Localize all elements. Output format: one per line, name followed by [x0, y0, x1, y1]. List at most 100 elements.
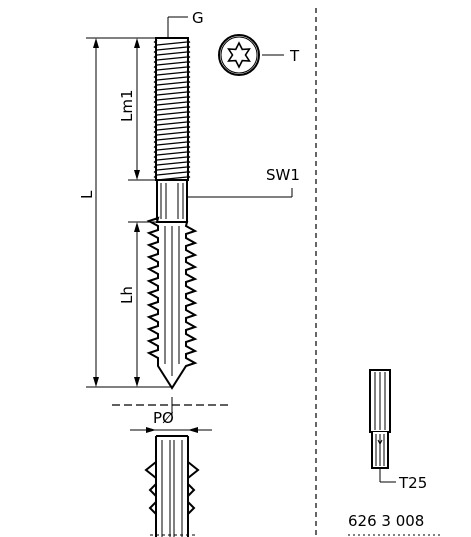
thread-line [156, 166, 188, 171]
thread-line [156, 41, 188, 46]
thread-tooth [153, 84, 158, 88]
label-g: G [192, 9, 204, 27]
thread-tooth [186, 169, 191, 173]
thread-tooth [186, 114, 191, 118]
label-lm1: Lm1 [118, 89, 136, 122]
dimension-lh [128, 221, 157, 387]
thread-line [156, 46, 188, 51]
thread-tooth [153, 49, 158, 53]
thread-line [156, 171, 188, 176]
thread-tooth [153, 154, 158, 158]
thread-tooth [153, 59, 158, 63]
thread-line [156, 111, 188, 116]
thread-tooth [186, 99, 191, 103]
label-sw1: SW1 [266, 166, 300, 184]
label-t: T [289, 47, 300, 65]
thread-line [156, 61, 188, 66]
label-p-diameter: PØ [153, 409, 174, 427]
thread-line [156, 131, 188, 136]
torx-drive-icon [218, 34, 260, 76]
thread-tooth [153, 149, 158, 153]
wood-thread [146, 216, 198, 390]
thread-tooth [186, 64, 191, 68]
thread-tooth [186, 49, 191, 53]
thread-line [156, 151, 188, 156]
thread-tooth [153, 99, 158, 103]
dimension-p [130, 427, 212, 433]
thread-tooth [186, 94, 191, 98]
thread-line [156, 101, 188, 106]
thread-line [156, 161, 188, 166]
thread-tooth [186, 124, 191, 128]
thread-tooth [153, 164, 158, 168]
label-l: L [78, 190, 96, 199]
thread-tooth [153, 109, 158, 113]
thread-tooth [153, 124, 158, 128]
thread-tooth [153, 64, 158, 68]
thread-line [156, 146, 188, 151]
thread-line [156, 126, 188, 131]
thread-tooth [186, 84, 191, 88]
thread-tooth [186, 174, 191, 178]
thread-line [156, 141, 188, 146]
thread-tooth [186, 154, 191, 158]
thread-tooth [186, 54, 191, 58]
thread-tooth [186, 109, 191, 113]
thread-tooth [153, 44, 158, 48]
thread-tooth [153, 139, 158, 143]
thread-tooth [153, 79, 158, 83]
thread-tooth [186, 164, 191, 168]
thread-line [156, 51, 188, 56]
thread-tooth [186, 129, 191, 133]
thread-tooth [153, 104, 158, 108]
thread-tooth [153, 74, 158, 78]
t25-bit [369, 369, 391, 469]
thread-tooth [186, 144, 191, 148]
thread-line [156, 56, 188, 61]
thread-tooth [153, 89, 158, 93]
thread-tooth [186, 104, 191, 108]
thread-tooth [186, 119, 191, 123]
thread-line [156, 106, 188, 111]
shank [156, 179, 188, 223]
thread-tooth [153, 69, 158, 73]
thread-tooth [186, 59, 191, 63]
thread-line [156, 76, 188, 81]
thread-line [156, 66, 188, 71]
thread-tooth [186, 149, 191, 153]
thread-tooth [153, 174, 158, 178]
thread-line [156, 156, 188, 161]
thread-tooth [186, 79, 191, 83]
thread-line [156, 71, 188, 76]
thread-tooth [153, 39, 158, 43]
thread-line [156, 91, 188, 96]
thread-tooth [153, 134, 158, 138]
thread-tooth [186, 74, 191, 78]
thread-line [156, 121, 188, 126]
thread-tooth [153, 144, 158, 148]
thread-tooth [153, 114, 158, 118]
machine-thread [153, 37, 191, 181]
article-number: 626 3 008 [348, 512, 424, 530]
thread-tooth [186, 39, 191, 43]
thread-tooth [186, 69, 191, 73]
thread-tooth [186, 89, 191, 93]
thread-line [156, 96, 188, 101]
dimension-l [86, 37, 172, 388]
label-t25: T25 [398, 474, 427, 492]
thread-tooth [153, 94, 158, 98]
thread-line [156, 81, 188, 86]
wall-plug [144, 435, 200, 537]
thread-line [156, 136, 188, 141]
thread-tooth [153, 54, 158, 58]
thread-tooth [186, 159, 191, 163]
thread-tooth [153, 129, 158, 133]
thread-tooth [153, 159, 158, 163]
thread-tooth [186, 134, 191, 138]
dimension-lm1 [128, 38, 157, 181]
thread-line [156, 86, 188, 91]
label-lh: Lh [118, 286, 136, 304]
thread-line [156, 116, 188, 121]
